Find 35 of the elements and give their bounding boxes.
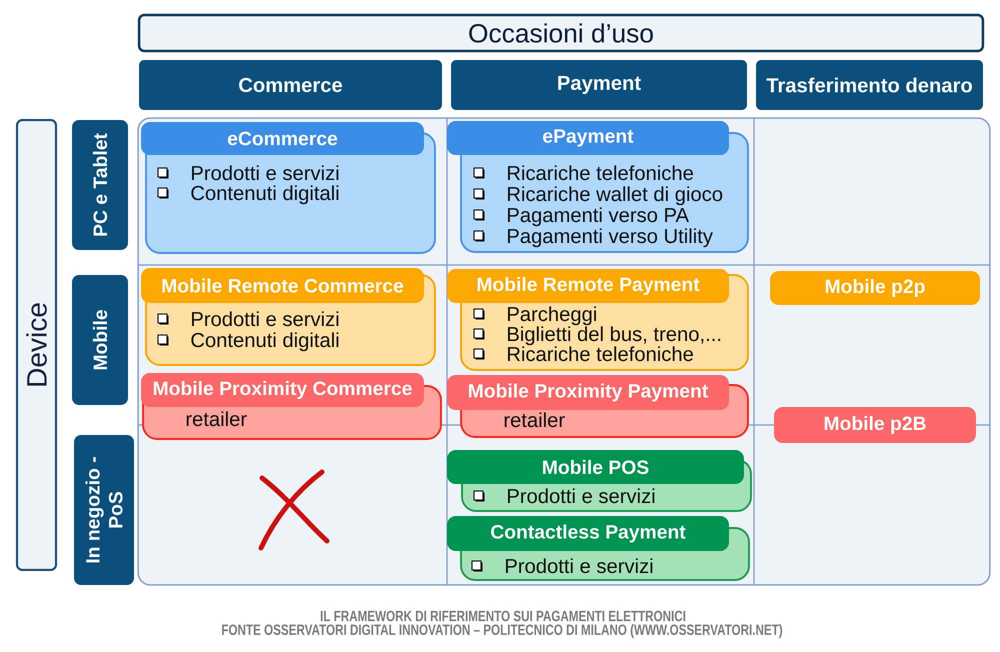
header-band: Occasioni d’uso [138, 14, 984, 52]
list-item: Ricariche telefoniche [508, 346, 693, 362]
list-item: Ricariche telefoniche [508, 165, 693, 180]
list-item: Prodotti e servizi [506, 558, 652, 574]
column-header: Trasferimento denaro [756, 60, 983, 110]
row-header: Mobile [72, 275, 128, 405]
caption: IL FRAMEWORK DI RIFERIMENTO SUI PAGAMENTI ELETTRONICI [320, 610, 686, 622]
list-item: Prodotti e servizi [508, 488, 654, 504]
card-header: Contactless Payment [447, 516, 729, 551]
column-header: Commerce [139, 60, 442, 110]
row-header: PC e Tablet [72, 120, 128, 250]
source-note: FONTE OSSERVATORI DIGITAL INNOVATION – POLITECNICO DI MILANO (WWW.OSSERVATORI.NET) [222, 624, 782, 638]
list-item: Pagamenti verso Utility [508, 228, 713, 248]
card-header: Mobile Remote Payment [447, 269, 729, 303]
list-item: Prodotti e servizi [192, 165, 338, 180]
label-tag: Mobile p2B [774, 407, 976, 443]
label-tag: Mobile p2p [770, 271, 980, 305]
row-header: In negozio - PoS [74, 435, 134, 585]
card-header: eCommerce [141, 122, 424, 155]
list-item: Biglietti del bus, treno,... [508, 326, 720, 346]
list-item: Prodotti e servizi [192, 311, 338, 326]
list-item: Parcheggi [508, 306, 596, 326]
body-text: retailer [186, 411, 247, 426]
side-label-box: Device [16, 118, 58, 571]
body-text: retailer [504, 412, 565, 428]
card-header: Mobile Proximity Payment [447, 375, 729, 410]
list-item: Contenuti digitali [191, 185, 338, 204]
card-header: Mobile Remote Commerce [141, 268, 424, 303]
card-header: ePayment [447, 121, 729, 155]
column-header: Payment [451, 60, 747, 110]
card-header: Mobile POS [447, 450, 744, 484]
list-item: Ricariche wallet di gioco [508, 186, 722, 206]
list-item: Pagamenti verso PA [508, 207, 689, 226]
card-header: Mobile Proximity Commerce [141, 373, 424, 407]
list-item: Contenuti digitali [191, 332, 338, 352]
